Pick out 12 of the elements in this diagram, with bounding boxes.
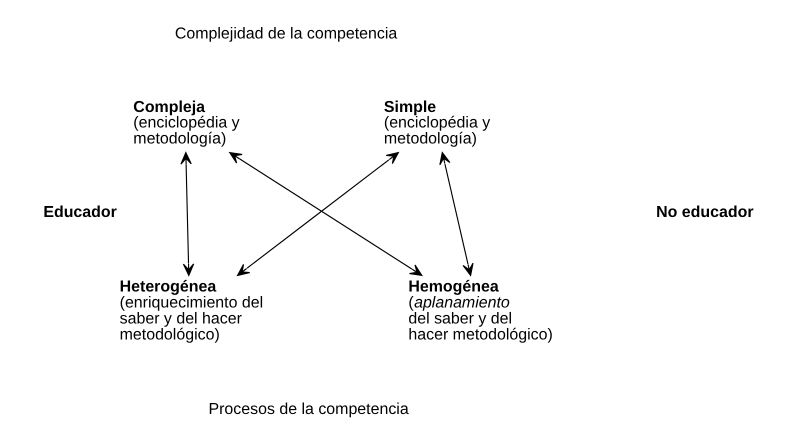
arrow [180, 152, 194, 276]
label: Educador [43, 204, 117, 221]
label: No educador [656, 204, 754, 221]
node-text: Heterogénea (enriquecimiento del saber y del hacer metodológico) [120, 278, 264, 344]
arrow [237, 152, 399, 276]
arrow [229, 152, 422, 276]
node-text: Hemogénea (aplanamiento del saber y del hacer metodológico) [408, 278, 553, 344]
node-text: Simple (enciclopédia y metodología) [384, 98, 490, 148]
label: Procesos de la competencia [208, 400, 409, 418]
label: Complejidad de la competencia [174, 24, 398, 42]
arrow [439, 152, 474, 276]
node-text: Compleja (enciclopédia y metodología) [133, 98, 240, 148]
